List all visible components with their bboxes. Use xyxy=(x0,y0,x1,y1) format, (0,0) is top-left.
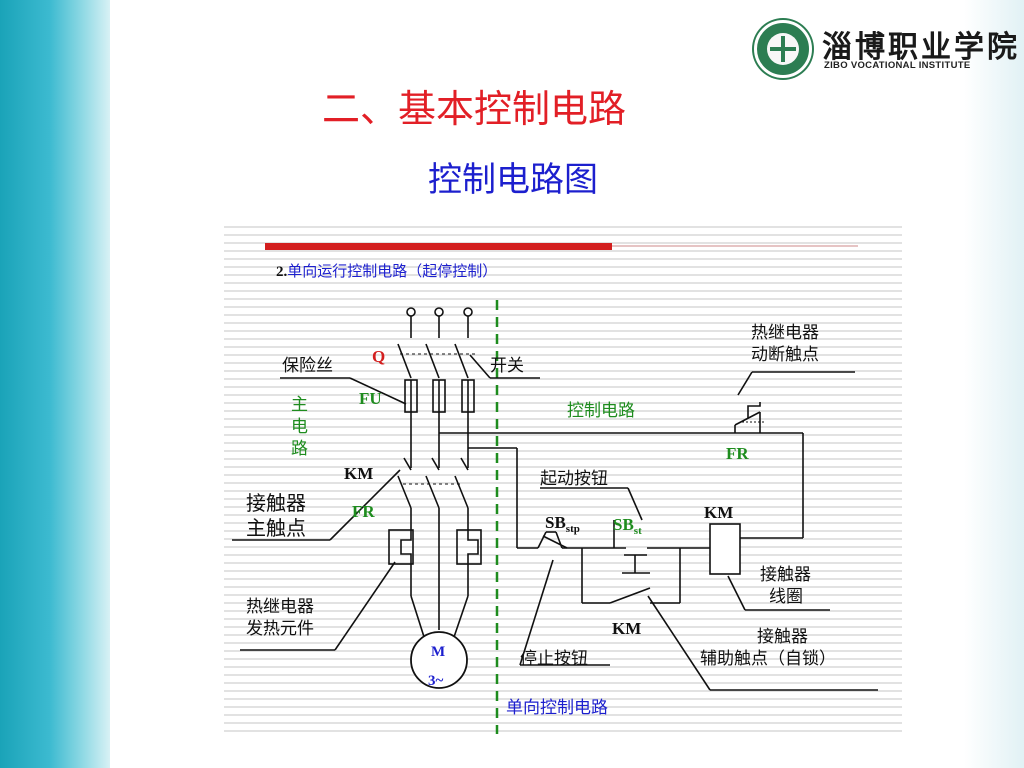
label-km-coil: KM xyxy=(704,503,733,522)
page-title: 二、基本控制电路 xyxy=(322,87,627,131)
label-main-circuit-1: 主 xyxy=(291,395,308,415)
label-thermal-heater-1: 热继电器 xyxy=(246,597,314,617)
label-thermal-heater-2: 发热元件 xyxy=(246,619,314,639)
label-aux-2: 辅助触点（自锁） xyxy=(700,649,836,669)
label-km-main: KM xyxy=(344,464,373,483)
label-coil-1: 接触器 xyxy=(760,565,811,585)
label-motor-2: 3~ xyxy=(428,673,444,689)
control-circuit xyxy=(439,402,804,604)
label-main-circuit-2: 电 xyxy=(291,417,308,437)
circuit-diagram: .w { stroke:#111; stroke-width:1.6; fill… xyxy=(232,243,878,734)
label-km-aux: KM xyxy=(612,619,641,638)
main-circuit xyxy=(388,307,482,689)
label-fuse: 保险丝 xyxy=(282,356,333,376)
label-switch: 开关 xyxy=(490,356,524,376)
red-rule xyxy=(265,243,612,250)
diagram-caption: 2.单向运行控制电路（起停控制） xyxy=(276,262,497,280)
label-coil-2: 线圈 xyxy=(769,587,803,607)
page-subtitle: 控制电路图 xyxy=(428,160,598,200)
label-contactor-main-1: 接触器 xyxy=(246,491,306,515)
label-fu: FU xyxy=(359,389,382,408)
leader-lines xyxy=(232,354,878,691)
label-sb-st: SBst xyxy=(613,515,642,537)
logo-chinese-name: 淄博职业学院 xyxy=(822,30,1020,65)
label-aux-1: 接触器 xyxy=(757,627,808,647)
label-thermal-nc-2: 动断触点 xyxy=(751,345,819,365)
decorative-right-fade xyxy=(964,0,1024,768)
label-main-circuit-3: 路 xyxy=(291,439,308,459)
label-fr-main: FR xyxy=(352,502,375,521)
decorative-left-band xyxy=(0,0,110,768)
motor-icon xyxy=(410,631,468,689)
logo-english-name: ZIBO VOCATIONAL INSTITUTE xyxy=(824,60,971,71)
label-thermal-nc-1: 热继电器 xyxy=(751,323,819,343)
label-one-way-control: 单向控制电路 xyxy=(506,698,608,718)
institute-logo: 淄博职业学院 ZIBO VOCATIONAL INSTITUTE xyxy=(754,20,1017,80)
label-contactor-main-2: 主触点 xyxy=(246,516,306,540)
label-start-button: 起动按钮 xyxy=(540,469,608,489)
label-sb-stp: SBstp xyxy=(545,513,580,535)
label-q: Q xyxy=(372,347,385,366)
label-stop-button: 停止按钮 xyxy=(520,649,588,669)
diagram-labels: Q 开关 保险丝 FU 主 电 路 KM FR 接触器 主触点 热继电器 发热元… xyxy=(246,323,836,718)
label-fr-ctrl: FR xyxy=(726,444,749,463)
label-motor-1: M xyxy=(431,644,445,660)
logo-emblem-icon xyxy=(754,20,812,78)
circuit-diagram-panel: .w { stroke:#111; stroke-width:1.6; fill… xyxy=(224,220,902,734)
label-control-circuit: 控制电路 xyxy=(567,401,635,421)
